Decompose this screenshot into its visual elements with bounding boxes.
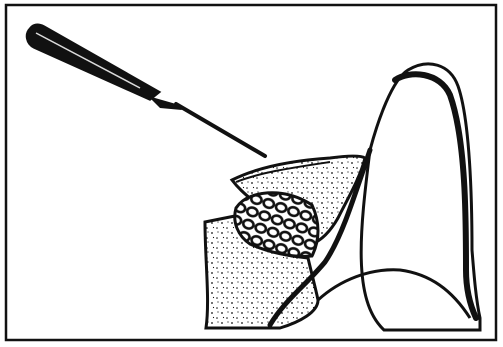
- probe-instrument: [27, 24, 265, 156]
